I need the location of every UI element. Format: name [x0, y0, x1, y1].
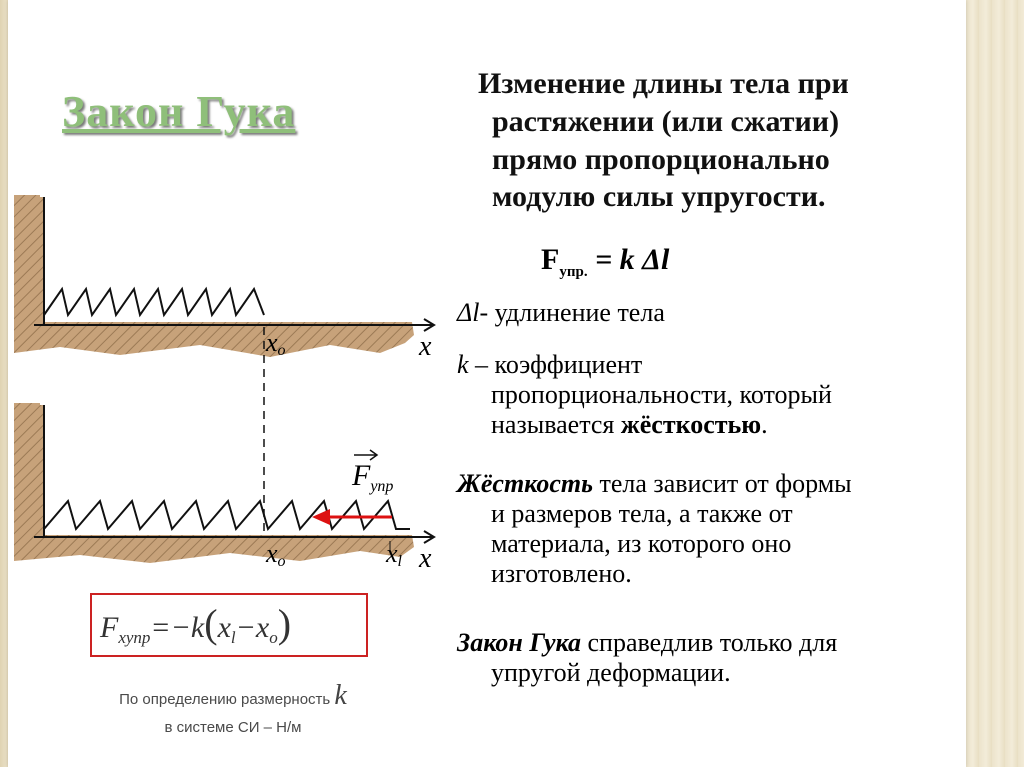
- definition-line-2: растяжении (или сжатии): [492, 104, 840, 138]
- top-axis-arrow: [423, 318, 436, 332]
- spring-diagram: xo x Fупр xo xl x: [14, 195, 436, 574]
- stiffness-text-4: изготовлено.: [491, 559, 632, 588]
- k-symbol: k: [457, 350, 469, 379]
- caption-line-2: в системе СИ – Н/м: [164, 718, 302, 736]
- k-text-3-pre: называется: [491, 410, 621, 439]
- k-text-2: пропорциональности, который: [491, 380, 832, 409]
- caption-line-1: По определению размерность: [119, 691, 331, 708]
- bottom-x1-label: xl: [385, 539, 403, 570]
- stiffness-text-2: и размеров тела, а также от: [491, 499, 793, 528]
- force-arrow-head: [312, 509, 330, 525]
- top-axis-label: x: [418, 331, 432, 362]
- definition-line-3: прямо пропорционально: [492, 142, 830, 176]
- bottom-x0-label: xo: [265, 539, 286, 570]
- formula-F: F: [541, 243, 560, 276]
- item-law-validity: Закон Гука справедлив только для упругой…: [457, 628, 967, 688]
- force-label: Fупр: [351, 459, 393, 495]
- bottom-axis-arrow: [423, 530, 436, 544]
- force-formula-text: Fxупр=−k(xl−xo): [99, 601, 291, 647]
- law-text-2: упругой деформации.: [491, 658, 731, 687]
- definition-text: Изменение длины тела при растяжении (или…: [478, 65, 958, 216]
- stiffness-lead: Жёсткость: [457, 469, 594, 498]
- units-caption: По определению размерность k в системе С…: [68, 676, 398, 738]
- bottom-wall: [36, 405, 44, 537]
- law-text-1: справедлив только для: [581, 628, 838, 657]
- formula-rest: = k Δl: [595, 243, 670, 276]
- law-lead: Закон Гука: [457, 628, 582, 657]
- dl-text: - удлинение тела: [479, 298, 665, 327]
- definition-line-4: модулю силы упругости.: [492, 180, 826, 214]
- force-formula: Fxупр=−k(xl−xo): [99, 601, 291, 647]
- force-formula-box: Fxупр=−k(xl−xo): [90, 593, 368, 657]
- bottom-axis-label: x: [418, 543, 432, 574]
- bottom-spring: [43, 498, 410, 532]
- top-ground: [14, 195, 414, 357]
- k-text-3-post: .: [761, 410, 768, 439]
- k-text-3: называется жёсткостью.: [457, 410, 967, 440]
- dl-symbol: Δl: [457, 298, 480, 327]
- stiffness-text-1: тела зависит от формы: [593, 469, 852, 498]
- bottom-spring-setup: Fупр xo xl x: [14, 403, 436, 574]
- slide: [8, 0, 966, 767]
- slide-title: Закон Гука: [62, 87, 296, 136]
- caption-k: k: [334, 680, 347, 711]
- top-x0-label: xo: [265, 328, 286, 359]
- k-stiffness-word: жёсткостью: [620, 410, 762, 439]
- item-stiffness: Жёсткость тела зависит от формы и размер…: [457, 469, 967, 589]
- k-text-1: – коэффициент: [468, 350, 643, 379]
- stiffness-text-3: материала, из которого оно: [491, 529, 792, 558]
- item-elongation: Δl- удлинение тела: [457, 298, 967, 328]
- top-spring-setup: xo x: [14, 195, 436, 362]
- formula-sub: упр.: [559, 264, 588, 280]
- definition-line-1: Изменение длины тела при: [478, 67, 849, 100]
- item-coefficient: k – коэффициент пропорциональности, кото…: [457, 350, 967, 440]
- force-vector-mark: [354, 449, 379, 461]
- right-decor-strip: [966, 0, 1024, 767]
- top-spring: [43, 286, 265, 318]
- hooke-formula: Fупр. = k Δl: [541, 243, 669, 281]
- top-wall: [36, 197, 44, 325]
- bottom-ground: [14, 403, 414, 563]
